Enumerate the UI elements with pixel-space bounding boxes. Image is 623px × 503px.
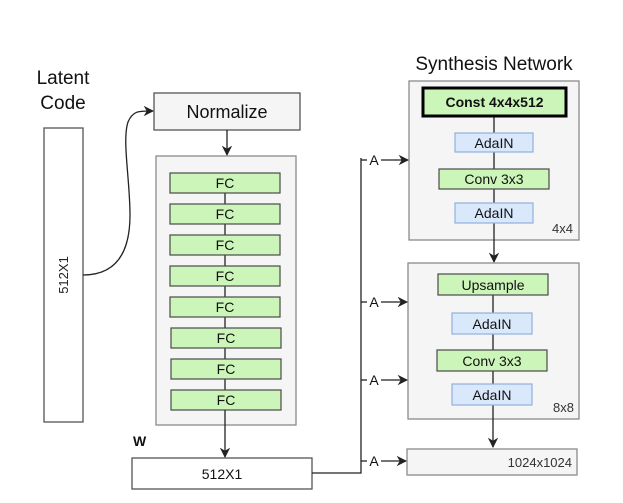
fc-layer-label: FC bbox=[217, 392, 236, 408]
block-8x8-adain-2-label: AdaIN bbox=[473, 387, 512, 403]
block-8x8-upsample bbox=[437, 273, 549, 296]
const-input-box bbox=[421, 86, 568, 118]
block-4x4-conv bbox=[438, 168, 550, 190]
fc-layer-label: FC bbox=[216, 268, 235, 284]
fc-layer-2 bbox=[169, 203, 281, 225]
fc-layer-label: FC bbox=[216, 299, 235, 315]
final-block-resolution: 1024x1024 bbox=[508, 455, 572, 470]
latent-vector bbox=[43, 127, 84, 423]
block-8x8-adain-1-label: AdaIN bbox=[473, 316, 512, 332]
fc-layer-6 bbox=[170, 327, 282, 349]
affine-transform-label: A bbox=[369, 294, 379, 310]
block-4x4-adain-1-label: AdaIN bbox=[475, 135, 514, 151]
affine-transform-label: A bbox=[369, 372, 379, 388]
fc-layer-label: FC bbox=[217, 330, 236, 346]
style-affine-connectors: A A A A bbox=[361, 152, 410, 469]
block-4x4-conv-label: Conv 3x3 bbox=[464, 171, 523, 187]
block-4x4-adain-1 bbox=[454, 132, 534, 153]
final-block-1024 bbox=[406, 448, 578, 476]
block-4x4-adain-2 bbox=[454, 202, 534, 224]
normalize-box bbox=[153, 92, 301, 131]
style-a-block-8x8-2: A bbox=[361, 372, 409, 388]
style-a-block-8x8-1: A bbox=[361, 294, 409, 310]
fc-layer-3 bbox=[169, 234, 281, 256]
normalize-label: Normalize bbox=[186, 102, 267, 122]
block-4x4-resolution: 4x4 bbox=[552, 221, 573, 236]
fc-layer-label: FC bbox=[216, 175, 235, 191]
fc-layers: FC FC FC FC FC FC FC FC bbox=[169, 172, 282, 411]
w-vector-label: 512X1 bbox=[202, 466, 243, 482]
fc-layer-8 bbox=[170, 389, 282, 411]
fc-layer-7 bbox=[170, 358, 282, 380]
fc-layer-5 bbox=[169, 296, 281, 318]
fc-layer-label: FC bbox=[216, 237, 235, 253]
synthesis-network-title: Synthesis Network bbox=[415, 54, 573, 75]
affine-transform-label: A bbox=[369, 152, 379, 168]
latent-vector-label: 512X1 bbox=[56, 256, 71, 294]
const-input-label: Const 4x4x512 bbox=[445, 94, 543, 110]
style-a-block-4x4: A bbox=[361, 152, 410, 168]
latent-code-title-line2: Code bbox=[40, 93, 85, 114]
block-8x8-adain-2 bbox=[451, 383, 533, 406]
affine-transform-label: A bbox=[369, 453, 379, 469]
fc-layer-label: FC bbox=[216, 206, 235, 222]
block-8x8-conv-label: Conv 3x3 bbox=[462, 353, 521, 369]
w-label: W bbox=[133, 433, 147, 449]
style-a-final: A bbox=[361, 453, 408, 469]
mapping-network-container bbox=[155, 155, 297, 426]
latent-to-normalize-connector bbox=[82, 105, 155, 276]
fc-layer-1 bbox=[169, 172, 281, 194]
block-8x8-adain-1 bbox=[451, 312, 533, 335]
block-8x8-conv bbox=[436, 349, 548, 372]
fc-layer-4 bbox=[169, 265, 281, 287]
block-4x4-adain-2-label: AdaIN bbox=[475, 205, 514, 221]
w-style-bus bbox=[312, 158, 362, 474]
w-vector bbox=[131, 457, 313, 490]
latent-code-title-line1: Latent bbox=[37, 68, 91, 89]
block-8x8-resolution: 8x8 bbox=[553, 400, 574, 415]
fc-layer-label: FC bbox=[217, 361, 236, 377]
block-8x8-upsample-label: Upsample bbox=[461, 277, 524, 293]
